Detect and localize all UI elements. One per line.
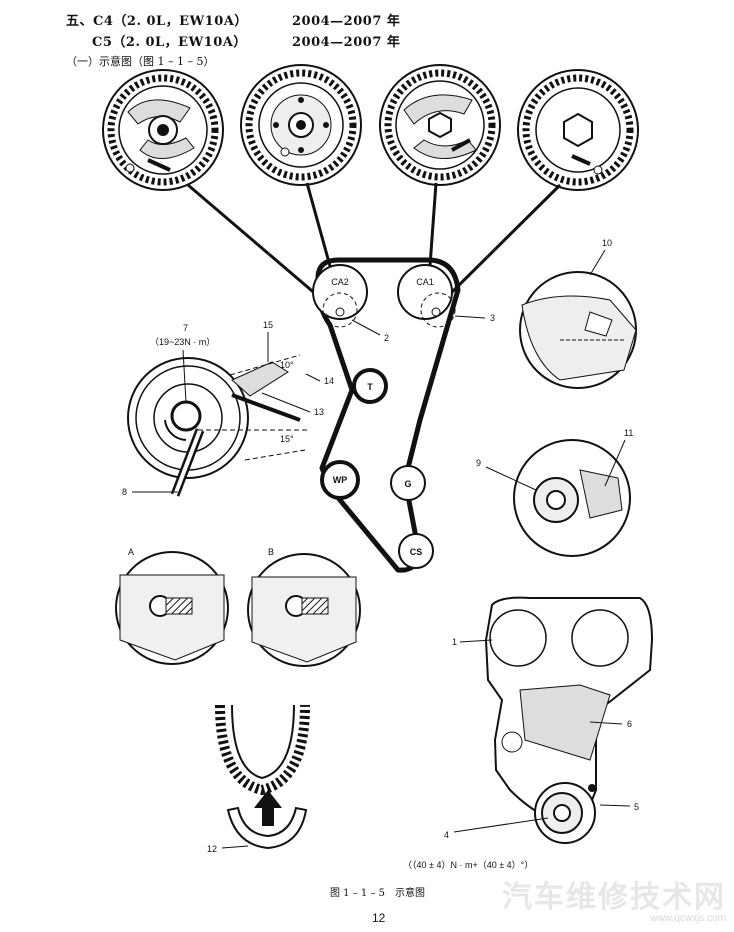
- pulley-ca2-label: CA2: [331, 277, 349, 287]
- detail-10: [519, 271, 637, 389]
- watermark-text: 汽车维修技术网: [502, 881, 726, 914]
- page-number: 12: [372, 911, 386, 925]
- pulley-ca2: CA2: [312, 264, 368, 328]
- callout-8: 8: [122, 487, 127, 497]
- pulley-wp-label: WP: [333, 475, 348, 485]
- callout-13: 13: [314, 407, 324, 417]
- view-b: [247, 553, 361, 667]
- belt-fitting-detail: [215, 704, 310, 850]
- callout-1: 1: [452, 637, 457, 647]
- angle-10: 10°: [280, 360, 294, 370]
- view-a-label: A: [128, 547, 134, 557]
- callout-12: 12: [207, 844, 217, 854]
- crank-pulley-detail: [127, 354, 310, 497]
- callout-2: 2: [384, 333, 389, 343]
- pulley-g-label: G: [404, 479, 411, 489]
- pulley-cs-label: CS: [410, 547, 423, 557]
- connector-lines: [187, 182, 562, 298]
- callout-5: 5: [634, 802, 639, 812]
- pulley-wp: WP: [320, 460, 360, 500]
- pulley-t-label: T: [367, 382, 373, 392]
- sprocket-view-1: [102, 69, 224, 191]
- callout-14: 14: [324, 376, 334, 386]
- pulley-cs: CS: [398, 533, 434, 569]
- callout-3: 3: [490, 313, 495, 323]
- sprocket-view-2: [240, 64, 362, 186]
- timing-cover: [484, 596, 654, 844]
- view-a: [115, 551, 229, 665]
- timing-belt-diagram: CA2 CA1 T WP G CS 2 3 7: [102, 64, 654, 870]
- pulley-ca1: CA1: [397, 264, 456, 328]
- section-title: （一）示意图（图 1 – 1 – 5）: [66, 55, 215, 68]
- pulley-t: T: [352, 368, 388, 404]
- watermark-url: www.qcwxjs.com: [650, 913, 726, 924]
- sprocket-view-4: [517, 69, 639, 191]
- header-line2-years: 2004—2007 年: [292, 35, 401, 50]
- header-line1-model: 五、C4（2. 0L，EW10A）: [66, 14, 248, 29]
- callout-6: 6: [627, 719, 632, 729]
- detail-9-tensioner: [513, 439, 631, 557]
- callout-4: 4: [444, 830, 449, 840]
- sprocket-view-3: [379, 64, 501, 186]
- callout-11: 11: [624, 428, 633, 438]
- angle-15: 15°: [280, 434, 294, 444]
- pulley-ca1-label: CA1: [416, 277, 434, 287]
- callout-10: 10: [602, 238, 612, 248]
- callout-15: 15: [263, 320, 273, 330]
- pulley-g: G: [390, 465, 426, 501]
- header-line1-years: 2004—2007 年: [292, 14, 401, 29]
- torque-label-7: （19~23N · m）: [150, 337, 215, 347]
- watermark: 汽车维修技术网 www.qcwxjs.com: [502, 881, 726, 925]
- header-line2-model: C5（2. 0L，EW10A）: [92, 35, 247, 50]
- view-b-label: B: [268, 547, 274, 557]
- callout-9: 9: [476, 458, 481, 468]
- torque-label-bottom: （（40 ± 4）N · m+（40 ± 4）°）: [403, 860, 533, 870]
- figure-caption: 图 1 – 1 – 5 示意图: [330, 888, 425, 899]
- callout-7: 7: [183, 323, 188, 333]
